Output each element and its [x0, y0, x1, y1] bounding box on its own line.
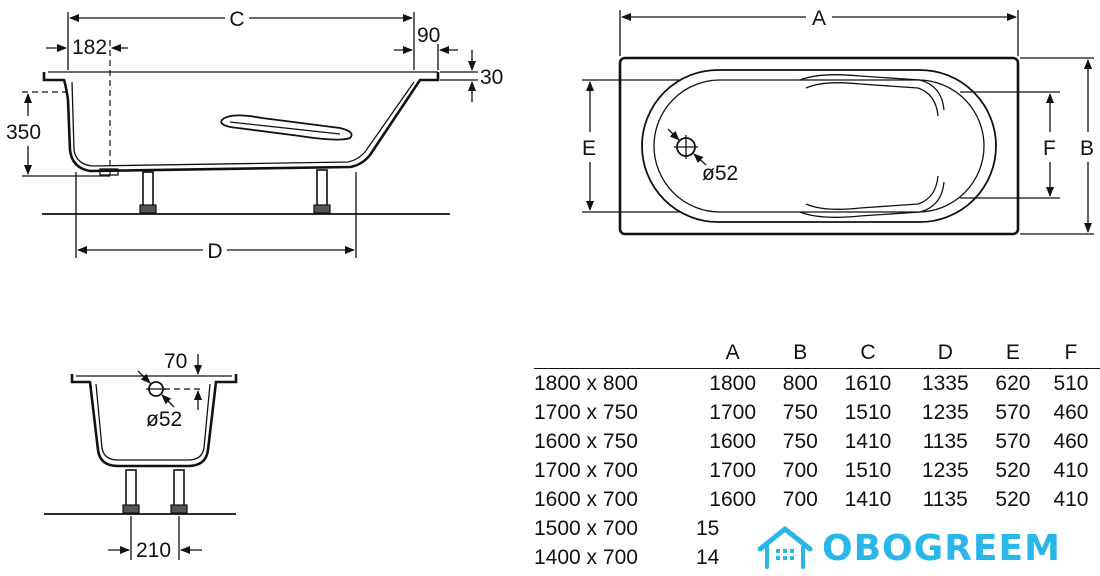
end-leg-left	[122, 469, 140, 514]
table-cell-d: 1235	[921, 458, 969, 482]
top-basin-outer	[641, 69, 997, 223]
table-row: 1800 x 800 1800 800 1610 1335 620 510	[534, 369, 1100, 399]
top-handle-upper-inner	[805, 82, 939, 117]
table-cell-size: 1600 x 700	[534, 487, 638, 511]
table-cell-size: 1500 x 700	[534, 516, 638, 540]
top-basin-inner	[653, 79, 985, 213]
top-drain-arrow-in	[667, 128, 680, 141]
table-cell-a: 1600	[709, 429, 757, 453]
table-cell-b: 700	[782, 458, 818, 482]
table-cell-c: 1610	[844, 371, 892, 395]
table-row: 1600 x 700 1600 700 1410 1135 520 410	[534, 485, 1100, 514]
dim-f-label: F	[1043, 137, 1056, 160]
end-leg-right	[170, 469, 188, 514]
top-handle-lower	[799, 181, 945, 218]
table-row: 1500 x 700 15	[534, 514, 1100, 543]
table-cell-c: 1510	[844, 458, 892, 482]
table-cell-size: 1400 x 700	[534, 545, 638, 569]
side-leg-left	[139, 171, 157, 214]
table-row: 1700 x 750 1700 750 1510 1235 570 460	[534, 398, 1100, 427]
table-cell-f: 460	[1053, 400, 1089, 424]
dim-30-label: 30	[480, 66, 503, 89]
watermark: OBOGREEM	[756, 522, 1061, 574]
dim-182-label: 182	[72, 36, 107, 59]
tub-side-outline	[42, 72, 440, 173]
table-cell-f: 460	[1053, 429, 1089, 453]
table-cell-c: 1510	[844, 400, 892, 424]
table-cell-c: 1410	[844, 429, 892, 453]
table-cell-e: 520	[995, 487, 1031, 511]
side-handle	[220, 114, 353, 141]
dim-210-label: 210	[136, 539, 171, 562]
dimensions-table: A B C D E F 1800 x 800 1800 800 1610 133…	[534, 338, 1100, 572]
end-drain-arrow-out	[161, 394, 175, 408]
table-cell-e: 620	[995, 371, 1031, 395]
table-cell-b: 750	[782, 429, 818, 453]
table-header-f: F	[1041, 338, 1100, 369]
table-header-row: A B C D E F	[534, 338, 1100, 369]
side-leg-right	[313, 169, 331, 214]
dim-e-label: E	[582, 137, 596, 160]
top-drain-label: ø52	[702, 162, 738, 185]
tub-inner-line	[71, 81, 415, 167]
table-cell-f: 510	[1053, 371, 1089, 395]
table-header-d: D	[906, 338, 984, 369]
end-drain-arrow-in	[137, 370, 151, 384]
end-view: ø52 70 210	[44, 350, 238, 562]
watermark-text: OBOGREEM	[822, 527, 1061, 569]
table-cell-e: 570	[995, 400, 1031, 424]
table-cell-b: 750	[782, 400, 818, 424]
table-cell-a: 15	[696, 516, 720, 540]
table-cell-size: 1800 x 800	[534, 371, 638, 395]
table-cell-d: 1335	[921, 371, 969, 395]
table-header-a: A	[694, 338, 772, 369]
table-row: 1600 x 750 1600 750 1410 1135 570 460	[534, 427, 1100, 456]
top-drain-arrow-out	[693, 153, 707, 166]
dim-a-label: A	[812, 7, 826, 30]
table-cell-d: 1135	[922, 487, 968, 511]
table-header-c: C	[829, 338, 907, 369]
table-cell-a: 14	[696, 545, 720, 569]
table-cell-f: 410	[1053, 458, 1089, 482]
table-cell-b: 700	[782, 487, 818, 511]
table-header-b: B	[771, 338, 830, 369]
house-logo-icon	[757, 526, 813, 569]
table-cell-d: 1235	[921, 400, 969, 424]
table-cell-size: 1700 x 750	[534, 400, 638, 424]
tub-end-outline	[70, 374, 238, 468]
side-view: C 182 90 30 350 D	[6, 6, 503, 263]
dim-70-label: 70	[164, 350, 187, 373]
table-row: 1400 x 700 14	[534, 543, 1100, 572]
table-cell-f: 410	[1053, 487, 1089, 511]
table-cell-size: 1600 x 750	[534, 429, 638, 453]
dim-c-label: C	[229, 8, 244, 31]
top-view: ø52 A B E F	[582, 5, 1094, 236]
side-drain	[99, 168, 119, 176]
dim-d-label: D	[207, 240, 222, 263]
dim-350-label: 350	[6, 121, 41, 144]
table-cell-c: 1410	[844, 487, 892, 511]
table-header-size	[534, 338, 694, 369]
table-row: 1700 x 700 1700 700 1510 1235 520 410	[534, 456, 1100, 485]
table-cell-e: 520	[995, 458, 1031, 482]
top-handle-lower-inner	[805, 175, 939, 210]
table-cell-a: 1700	[709, 400, 757, 424]
table-cell-b: 800	[782, 371, 818, 395]
top-outer-rim	[618, 56, 1020, 236]
dim-90-label: 90	[417, 24, 440, 47]
end-drain-label: ø52	[146, 408, 182, 431]
table-cell-a: 1600	[709, 487, 757, 511]
dim-b-label: B	[1080, 137, 1094, 160]
top-handle-upper	[799, 74, 945, 111]
side-handle-inner	[229, 121, 341, 135]
table-cell-a: 1800	[709, 371, 757, 395]
table-cell-e: 570	[995, 429, 1031, 453]
table-header-e: E	[983, 338, 1042, 369]
table-cell-size: 1700 x 700	[534, 458, 638, 482]
table-cell-d: 1135	[922, 429, 968, 453]
tub-end-inner	[95, 383, 211, 461]
table-cell-a: 1700	[709, 458, 757, 482]
